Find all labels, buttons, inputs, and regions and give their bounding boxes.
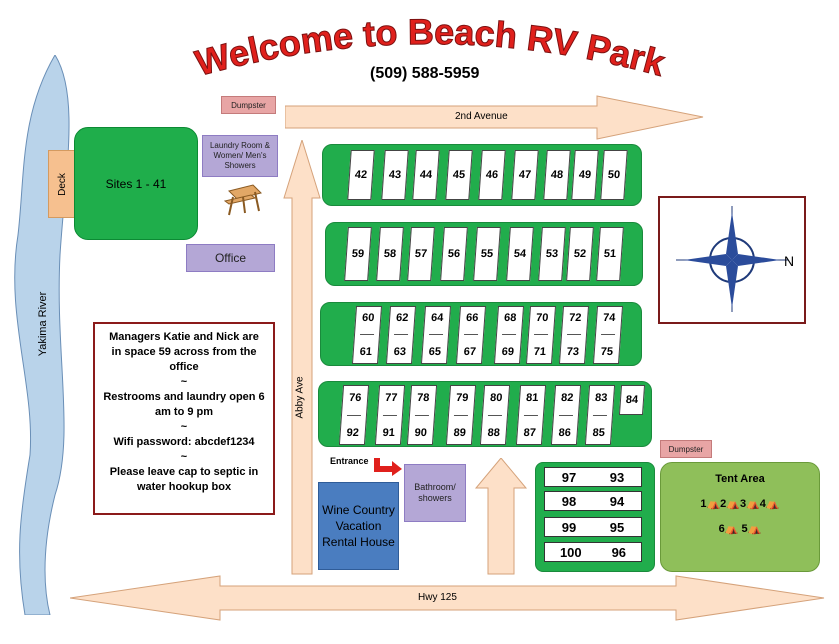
site-45[interactable]: 45: [445, 150, 473, 200]
laundry-room: Laundry Room & Women/ Men's Showers: [202, 135, 278, 177]
phone-number: (509) 588-5959: [370, 65, 480, 82]
rental-house: Wine Country Vacation Rental House: [318, 482, 399, 570]
site-46[interactable]: 46: [478, 150, 506, 200]
compass-rose-icon: [676, 206, 788, 312]
bathroom-showers: Bathroom/ showers: [404, 464, 466, 522]
site-43[interactable]: 43: [381, 150, 409, 200]
office: Office: [186, 244, 275, 272]
second-avenue-label: 2nd Avenue: [455, 111, 508, 122]
abby-ave-label: Abby Ave: [294, 376, 306, 419]
compass-box: N: [658, 196, 806, 324]
site-59[interactable]: 59: [344, 227, 372, 281]
site-52[interactable]: 52: [566, 227, 594, 281]
tent-sites-row-1: 1⛺2⛺3⛺4⛺: [700, 498, 780, 510]
note-sep-3: ~: [180, 451, 188, 463]
site-53[interactable]: 53: [538, 227, 566, 281]
tent-area-title: Tent Area: [715, 473, 765, 485]
inner-up-arrow: [474, 458, 528, 575]
site-84[interactable]: 84: [618, 385, 646, 415]
note-sep-2: ~: [180, 421, 188, 433]
note-managers: Managers Katie and Nick are in space 59 …: [109, 331, 259, 373]
abby-ave-arrow: [283, 140, 321, 575]
note-restrooms: Restrooms and laundry open 6 am to 9 pm: [103, 391, 265, 418]
hwy-125-arrow: [70, 575, 825, 621]
site-55[interactable]: 55: [473, 227, 501, 281]
entrance-label: Entrance: [330, 456, 369, 466]
sites-1-41-label: Sites 1 - 41: [105, 176, 167, 191]
sites-1-41-area[interactable]: Sites 1 - 41: [74, 127, 198, 240]
site-42[interactable]: 42: [347, 150, 375, 200]
second-avenue-arrow: [285, 95, 704, 140]
compass-north-label: N: [784, 253, 795, 269]
dumpster-right: Dumpster: [660, 440, 712, 458]
site-57[interactable]: 57: [407, 227, 435, 281]
site-44[interactable]: 44: [412, 150, 440, 200]
note-wifi: Wifi password: abcdef1234: [113, 436, 255, 448]
site-58[interactable]: 58: [376, 227, 404, 281]
site-47[interactable]: 47: [511, 150, 539, 200]
hwy-125-label: Hwy 125: [418, 592, 457, 603]
picnic-table-icon: [223, 184, 262, 216]
tent-area[interactable]: Tent Area 1⛺2⛺3⛺4⛺ 6⛺ 5⛺: [660, 462, 820, 572]
site-54[interactable]: 54: [506, 227, 534, 281]
river-label: Yakima River: [37, 291, 49, 357]
tent-sites-row-2: 6⛺ 5⛺: [718, 523, 762, 535]
site-row-42-50: 42 43 44 45 46 47 48 49 50: [322, 144, 642, 206]
title-banner: Welcome to Beach RV Park: [191, 10, 671, 84]
site-49[interactable]: 49: [571, 150, 599, 200]
site-56[interactable]: 56: [440, 227, 468, 281]
site-48[interactable]: 48: [543, 150, 571, 200]
entrance-arrow-icon: [374, 458, 402, 476]
site-50[interactable]: 50: [600, 150, 628, 200]
deck: Deck: [48, 150, 76, 218]
site-51[interactable]: 51: [596, 227, 624, 281]
notes-box: Managers Katie and Nick are in space 59 …: [93, 322, 275, 515]
note-septic: Please leave cap to septic in water hook…: [109, 466, 259, 493]
note-sep-1: ~: [180, 376, 188, 388]
site-row-59-51: 59 58 57 56 55 54 53 52 51: [325, 222, 643, 286]
deck-label: Deck: [56, 172, 68, 196]
dumpster-top: Dumpster: [221, 96, 276, 114]
